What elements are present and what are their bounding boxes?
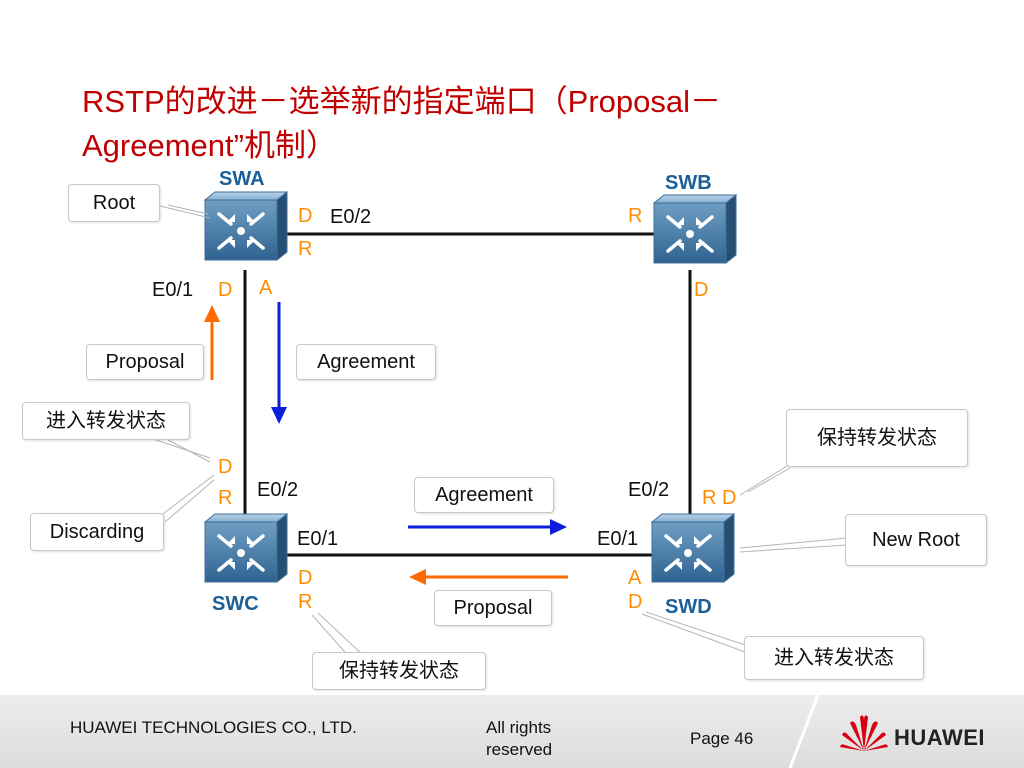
topology-diagram: [149, 190, 848, 661]
discarding-leader: [154, 474, 215, 521]
page-title: RSTP的改进－选举新的指定端口（Proposal－ Agreement”机制）: [82, 80, 982, 168]
message-agreement-bottom: Agreement: [414, 477, 554, 513]
role-swa-e01-d: D: [218, 279, 233, 301]
agreement-arrow-down: [271, 302, 287, 424]
port-label-swa-e01: E0/1: [152, 279, 194, 301]
callout-root: Root: [68, 184, 160, 222]
switch-icon-swd: [650, 512, 736, 584]
role-swc-e02-d: D: [218, 456, 233, 478]
role-swc-e01-d: D: [298, 567, 313, 589]
callout-keep-forwarding-bottom: 保持转发状态: [312, 652, 486, 690]
role-swc-e01-r: R: [298, 591, 313, 613]
callout-discarding: Discarding: [30, 513, 164, 551]
footer-rights: All rights reserved: [486, 718, 553, 759]
switch-name-swc: SWC: [212, 593, 259, 615]
callout-keep-forwarding-right: 保持转发状态: [786, 409, 968, 467]
role-swb-d: D: [694, 279, 709, 301]
switch-icon-swa: [203, 190, 289, 262]
port-label-swc-e01: E0/1: [297, 528, 339, 550]
message-proposal-left: Proposal: [86, 344, 204, 380]
huawei-logo-text: HUAWEI: [894, 725, 985, 750]
role-swa-e02-r: R: [298, 238, 313, 260]
callout-new-root: New Root: [845, 514, 987, 566]
switch-icon-swc: [203, 512, 289, 584]
new-root-leader-2: [739, 544, 848, 553]
role-swb-r: R: [628, 205, 643, 227]
message-proposal-bottom: Proposal: [434, 590, 552, 626]
role-swd-e01-a: A: [628, 567, 642, 589]
switch-name-swa: SWA: [219, 168, 265, 190]
root-callout-leader: [159, 205, 211, 219]
footer-divider-slash: [788, 695, 820, 768]
port-label-swd-e01: E0/1: [597, 528, 639, 550]
keep-forwarding-bottom-leader: [317, 612, 366, 658]
new-root-leader: [739, 537, 848, 549]
footer-company: HUAWEI TECHNOLOGIES CO., LTD.: [70, 718, 357, 737]
keep-forwarding-right-leader-2: [747, 467, 791, 493]
switch-name-swd: SWD: [665, 596, 712, 618]
discarding-leader-2: [164, 479, 215, 523]
message-agreement-left: Agreement: [296, 344, 436, 380]
agreement-arrow-right: [408, 519, 567, 535]
huawei-logo-icon: [840, 715, 888, 751]
port-label-swc-e02: E0/2: [257, 479, 299, 501]
proposal-arrow-up: [204, 305, 220, 380]
switch-name-swb: SWB: [665, 172, 712, 194]
enter-forwarding-bottom-leader-2: [641, 613, 746, 653]
footer-bar: HUAWEI TECHNOLOGIES CO., LTD. All rights…: [0, 695, 1024, 768]
enter-forwarding-left-leader-2: [149, 437, 211, 459]
callout-enter-forwarding-bottom: 进入转发状态: [744, 636, 924, 680]
role-swd-e02-rd: R D: [702, 487, 737, 509]
role-swc-e02-r: R: [218, 487, 233, 509]
role-swa-e01-a: A: [259, 277, 273, 299]
enter-forwarding-bottom-leader: [645, 611, 746, 646]
port-label-swd-e02: E0/2: [628, 479, 670, 501]
port-label-swa-e02: E0/2: [330, 206, 372, 228]
footer-page-number: Page 46: [690, 729, 754, 748]
role-swa-e02-d: D: [298, 205, 313, 227]
root-callout-leader-2: [167, 204, 209, 215]
proposal-arrow-left: [409, 569, 568, 585]
title-line-1: RSTP的改进－选举新的指定端口（Proposal－: [82, 84, 722, 119]
switch-icon-swb: [652, 193, 738, 265]
title-line-2: Agreement”机制）: [82, 128, 337, 163]
role-swd-e01-d: D: [628, 591, 643, 613]
callout-enter-forwarding-left: 进入转发状态: [22, 402, 190, 440]
